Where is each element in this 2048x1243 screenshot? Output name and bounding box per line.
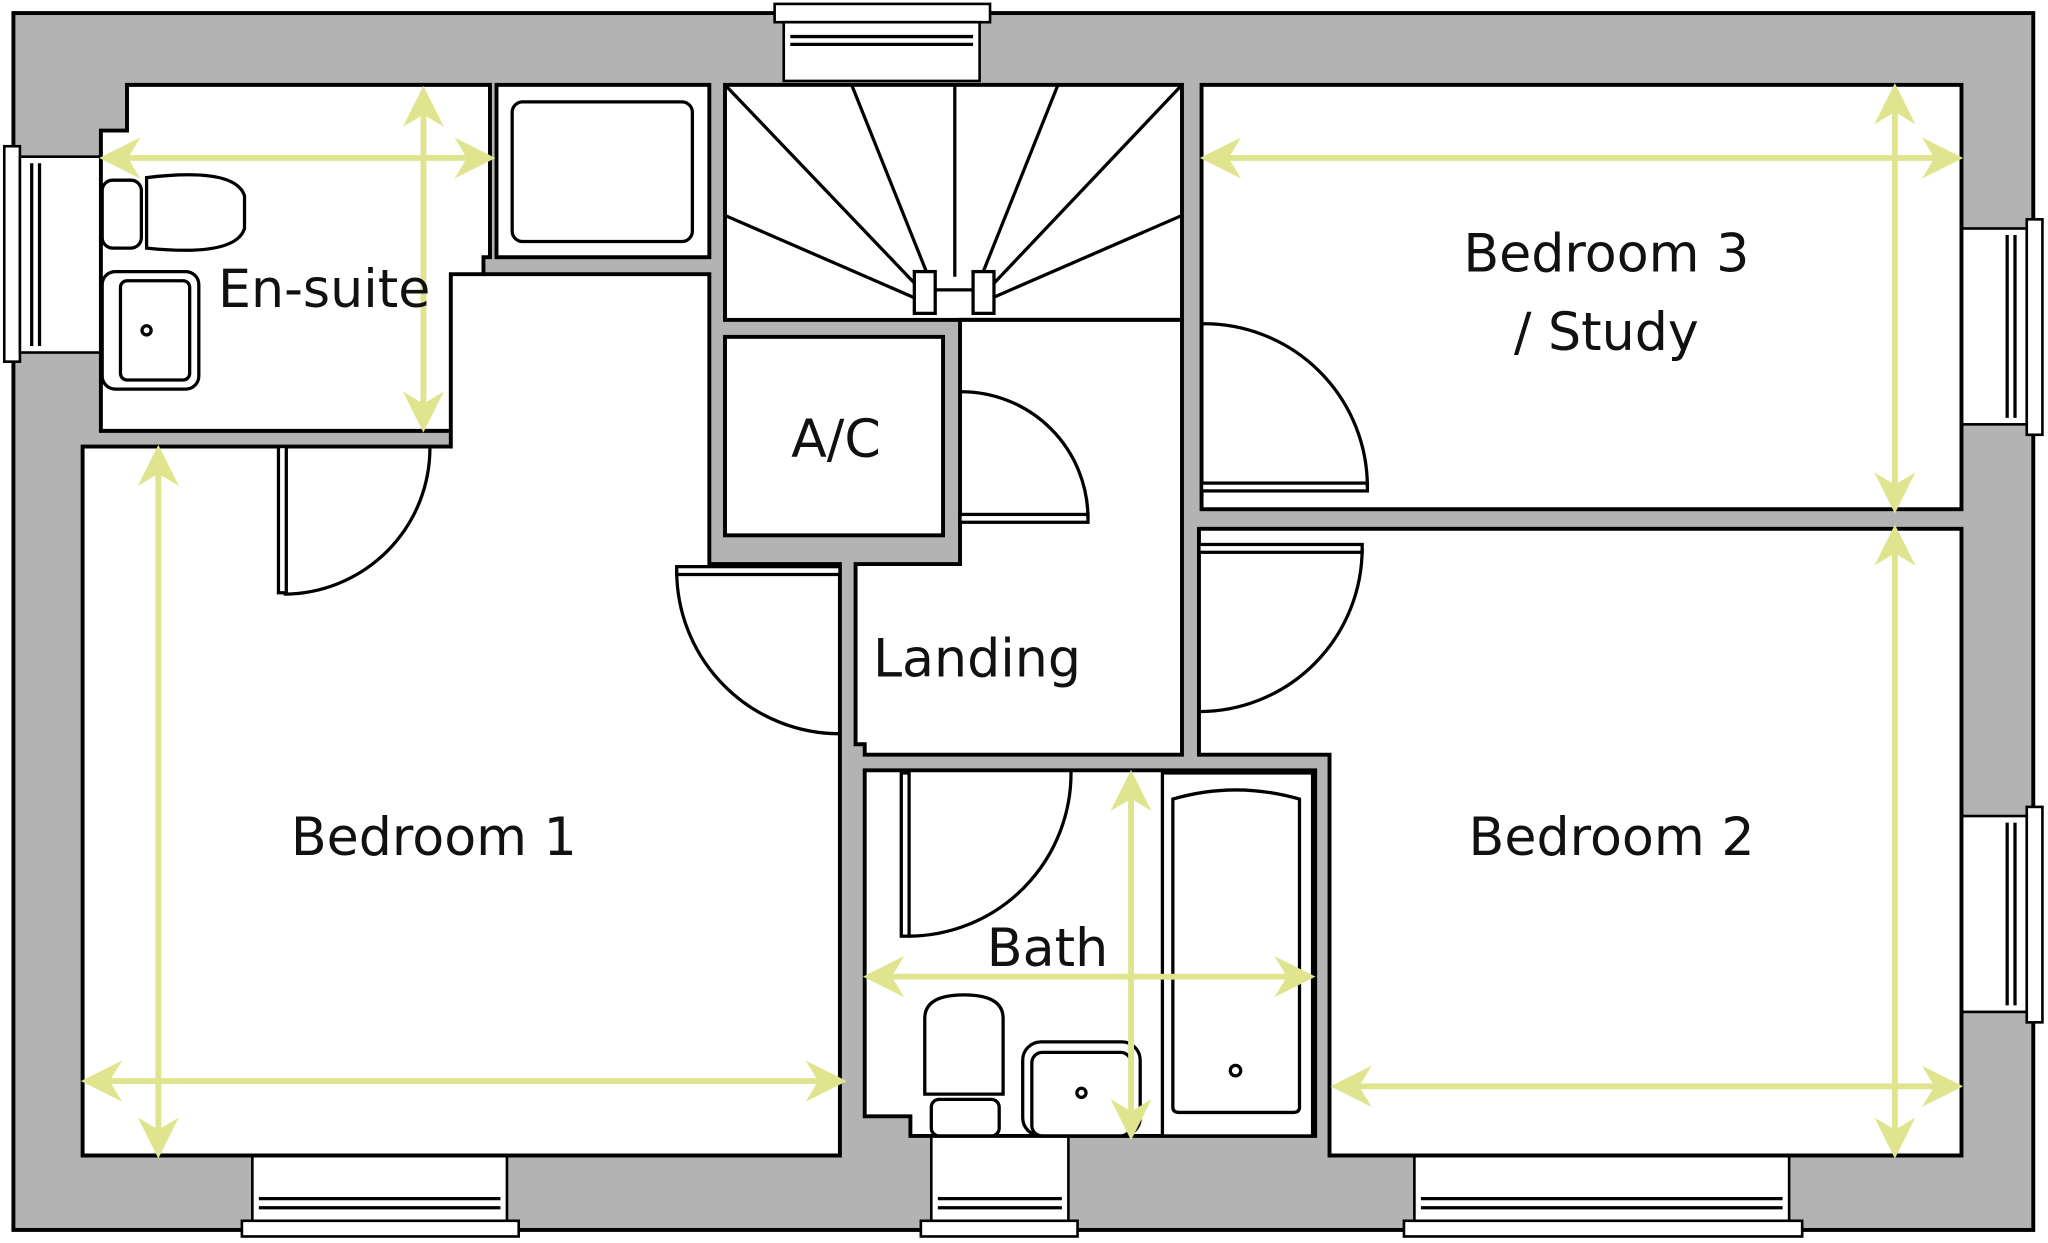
ensuite-door [276,444,288,595]
door-swing [283,446,432,596]
bath-door [899,771,911,938]
label-bath: Bath [987,919,1108,979]
label-study: / Study [1514,303,1699,363]
dimension-arrows [80,83,1964,1159]
window-bedroom3 [1960,227,2029,426]
window-bedroom1 [251,1154,509,1223]
door-swing [675,570,840,736]
window-top-sill [773,2,992,24]
room-ac-cupboard [723,334,946,538]
newel-post [912,269,937,315]
window-bedroom2-side [1960,814,2029,1014]
ensuite-toilet [100,173,247,252]
bedroom3-door [1199,481,1370,493]
room-landing [853,317,1184,757]
room-bedroom2 [1197,526,1964,1158]
label-bedroom3: Bedroom 3 [1463,225,1749,285]
window-ensuite-sill [2,144,22,363]
window-bedroom2 [1413,1154,1791,1223]
label-bedroom1: Bedroom 1 [291,808,577,868]
door-swing [960,390,1090,519]
label-bedroom2: Bedroom 2 [1469,808,1755,868]
door-swing [1201,322,1370,488]
bath-toilet [923,993,1005,1138]
doors [276,322,1370,938]
door-swing [907,770,1073,938]
stair-treads [723,83,1184,315]
bedroom1-door [675,565,842,577]
ac-door [958,512,1090,524]
bath-basin [1021,1040,1142,1138]
room-bedroom1 [80,272,842,1158]
window-stairs [782,20,981,83]
room-bedroom3 [1199,82,1964,512]
label-ac: A/C [791,410,881,470]
door-swing [1198,548,1364,714]
label-ensuite: En-suite [218,260,430,320]
newel-post [971,269,996,315]
label-landing: Landing [873,629,1081,689]
shower-tray [510,100,694,244]
bedroom2-door [1197,542,1364,554]
bathtub [1160,771,1315,1138]
ensuite-basin [100,269,201,391]
